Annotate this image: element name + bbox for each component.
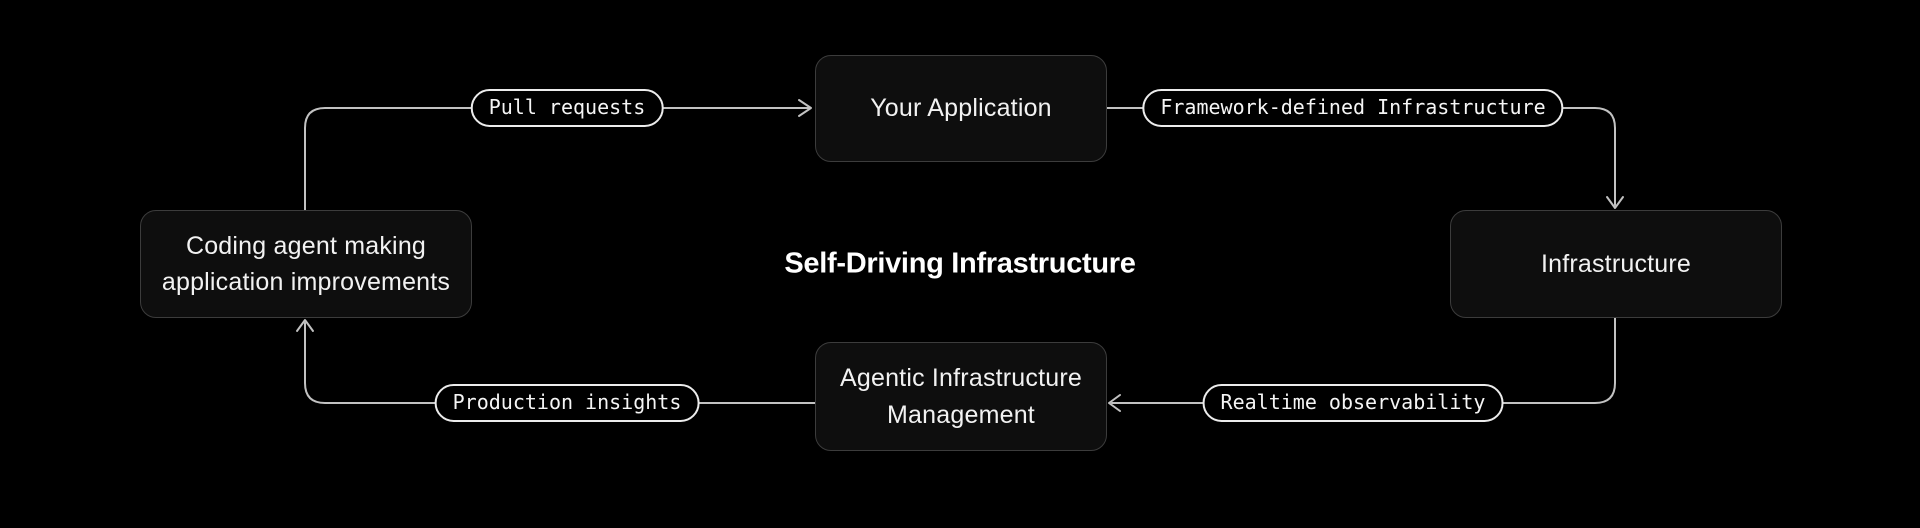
arrowhead-up-icon <box>296 319 314 332</box>
edge-framework-defined-path <box>1104 107 1616 206</box>
node-label: Agentic Infrastructure <box>839 364 1082 393</box>
node-label: Your Application <box>870 94 1052 123</box>
arrowhead-right-icon <box>798 99 812 117</box>
edge-label-realtime-observability: Realtime observability <box>1202 384 1504 422</box>
node-label: Infrastructure <box>1540 249 1692 278</box>
arrowhead-down-icon <box>1606 196 1624 209</box>
node-your-application: Your Application <box>815 55 1107 162</box>
node-agentic-infrastructure-management: Agentic Infrastructure Management <box>815 342 1107 451</box>
edge-label-framework-defined-infrastructure: Framework-defined Infrastructure <box>1142 89 1564 127</box>
edge-label-pull-requests: Pull requests <box>470 89 664 127</box>
node-infrastructure: Infrastructure <box>1450 210 1782 318</box>
node-label: Management <box>887 400 1035 429</box>
edge-production-insights-path <box>304 322 816 404</box>
edge-pull-requests-path <box>304 107 810 211</box>
node-coding-agent: Coding agent making application improvem… <box>140 210 472 318</box>
connector-group <box>296 99 1624 412</box>
diagram-title: Self-Driving Infrastructure <box>784 247 1136 280</box>
node-label: Coding agent making <box>185 231 427 260</box>
edge-label-production-insights: Production insights <box>434 384 700 422</box>
arrowhead-left-icon <box>1108 394 1121 412</box>
node-label: application improvements <box>161 268 451 296</box>
edge-realtime-observability-path <box>1111 315 1616 404</box>
